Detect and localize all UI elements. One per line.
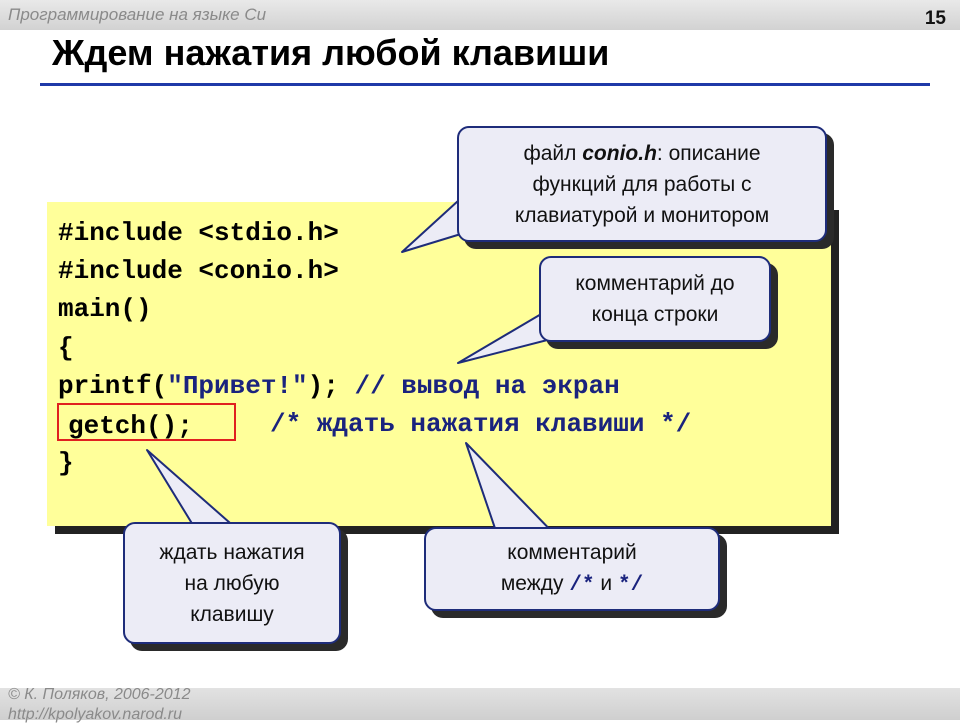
- callout-conio-line3: клавиатурой и монитором: [514, 203, 770, 227]
- code-line-include-conio: #include <conio.h>: [58, 256, 339, 286]
- callout-getch-line2: на любую: [184, 571, 280, 595]
- code-line-open-brace: {: [58, 333, 74, 363]
- callout-conio-prefix: файл: [523, 141, 583, 165]
- printf-end: );: [307, 371, 339, 401]
- callout-block-comment-and: и: [594, 572, 618, 595]
- callout-conio-suffix: : описание: [656, 141, 761, 165]
- callout-getch-line3: клавишу: [190, 602, 274, 626]
- callout-getch: ждать нажатия на любую клавишу: [123, 522, 341, 644]
- footer-bar: [0, 688, 960, 720]
- printf-call: printf(: [58, 371, 168, 401]
- code-line-printf: printf("Привет!"); // вывод на экран: [58, 371, 620, 401]
- callout-conio: файл conio.h: описание функций для работ…: [457, 126, 827, 242]
- line-comment: // вывод на экран: [354, 371, 620, 401]
- code-line-getch: getch();: [68, 411, 193, 441]
- title-underline: [40, 83, 930, 86]
- block-comment: /* ждать нажатия клавиши */: [270, 409, 692, 439]
- comment-open-token: /*: [569, 574, 595, 597]
- callout-line-comment-line1: комментарий до: [575, 272, 735, 295]
- slide-number: 15: [924, 8, 946, 29]
- callout-line-comment: комментарий до конца строки: [539, 256, 771, 342]
- code-line-include-stdio: #include <stdio.h>: [58, 218, 339, 248]
- course-title: Программирование на языке Си: [8, 5, 267, 24]
- header-bar: Программирование на языке Си 15: [0, 0, 960, 30]
- getch-highlight: [57, 403, 236, 441]
- callout-line-comment-line2: конца строки: [591, 303, 719, 326]
- printf-string: "Привет!": [167, 371, 308, 401]
- callout-getch-line1: ждать нажатия: [159, 540, 305, 564]
- comment-close-token: */: [617, 574, 644, 597]
- code-line-main: main(): [58, 294, 152, 324]
- callout-block-comment: комментарий между /* и */: [424, 527, 720, 611]
- code-line-close-brace: }: [58, 448, 74, 478]
- slide-title: Ждем нажатия любой клавиши: [52, 32, 610, 73]
- footer-author: © К. Поляков, 2006-2012: [8, 686, 191, 703]
- callout-block-comment-prefix: между: [500, 572, 570, 595]
- callout-block-comment-line1: комментарий: [507, 541, 637, 564]
- footer-url: http://kpolyakov.narod.ru: [8, 706, 183, 723]
- callout-conio-file: conio.h: [582, 141, 657, 165]
- pointer-getch: [146, 449, 239, 531]
- callout-conio-line2: функций для работы с: [532, 172, 752, 196]
